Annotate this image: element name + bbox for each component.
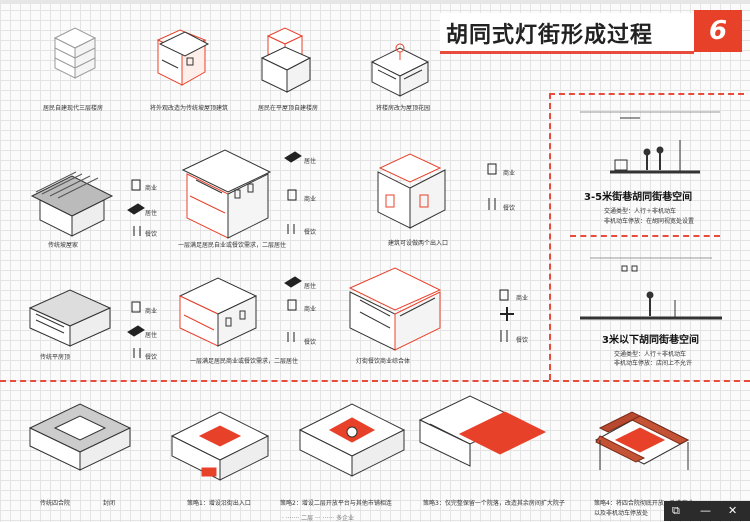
row3-right-caption: 灯街餐饮商业综合体	[356, 358, 411, 365]
street-sub-1a: 交通类型：人行＋非机动车	[604, 208, 677, 215]
bottom-footer-text: · ······· 二层 ··· ······ 多企业	[282, 515, 354, 522]
bottom-strategy-1	[170, 411, 270, 481]
row2-icon-dining: 餐饮	[145, 231, 158, 238]
row2-icon-residence: 居住	[145, 210, 158, 217]
title-panel: 胡同式灯街形成过程	[440, 13, 694, 54]
row2-middle-caption: 一层满足居民自业或餐饮需求，二层居住	[178, 242, 287, 249]
row1-caption-3: 居民在平屋顶自建楼房	[258, 105, 319, 112]
row2-traditional-house	[30, 171, 114, 237]
divider-street-top	[549, 93, 744, 95]
row2-mid-icon-commerce: 商业	[304, 196, 317, 203]
street-title-2: 3米以下胡同街巷空间	[602, 335, 699, 346]
row3-right-icon-dining: 餐饮	[516, 337, 529, 344]
row2-two-entrance	[377, 153, 446, 229]
street-title-1: 3-5米街巷胡同街巷空间	[584, 192, 693, 203]
row2-mid-icon-residence: 居住	[304, 158, 317, 165]
bottom-caption-closed: 封闭	[103, 500, 116, 507]
row3-middle-caption: 一层满足居民商业或餐饮需求，二层居住	[190, 358, 299, 365]
row2-left-caption: 传统坡屋家	[48, 242, 79, 249]
row2-two-storey	[181, 149, 272, 239]
bottom-strategy-2	[298, 403, 406, 477]
divider-bottom	[0, 380, 750, 382]
close-icon[interactable]: ✕	[728, 504, 738, 517]
street-section-2	[580, 257, 722, 320]
bottom-caption-siheyuan: 传统四合院	[40, 500, 71, 507]
row3-complex	[348, 267, 442, 351]
row1-building-4	[370, 43, 430, 97]
bottom-caption-strategy-4: 策略4：将四合院彻底开放，改造商业	[594, 500, 694, 507]
row1-building-1	[53, 27, 97, 79]
street-sub-2a: 交通类型：人行＋非机动车	[614, 351, 687, 358]
divider-street-middle	[570, 235, 720, 237]
row3-two-storey	[178, 277, 258, 347]
row2-mid-icon-dining: 餐饮	[304, 229, 317, 236]
row3-icon-dining: 餐饮	[145, 354, 158, 361]
row2-icon-commerce: 商业	[145, 185, 158, 192]
bottom-caption-strategy-3: 策略3：仅完整保留一个院落，改造其余房间扩大院子	[423, 500, 565, 507]
row3-icon-residence: 居住	[145, 332, 158, 339]
roof-icon	[127, 203, 145, 215]
row3-mid-icon-residence: 居住	[304, 283, 317, 290]
row2-right-icon-dining: 餐饮	[503, 205, 516, 212]
row3-mid-icon-dining: 餐饮	[304, 339, 317, 346]
row3-mid-icon-commerce: 商业	[304, 306, 317, 313]
row1-caption-1: 居民自建现代三层楼房	[43, 105, 104, 112]
shopping-bag-icon	[131, 179, 141, 191]
bottom-strategy-3	[418, 395, 547, 467]
row3-flat-house	[28, 289, 112, 347]
bottom-strategy-4	[594, 411, 690, 470]
bottom-caption-strategy-4b: 以及非机动车停放处	[594, 510, 649, 517]
restore-icon[interactable]: ⧉	[672, 504, 680, 517]
row3-right-icon-commerce: 商业	[516, 295, 529, 302]
row2-right-icon-commerce: 商业	[503, 170, 516, 177]
row1-building-3	[260, 27, 312, 93]
viewer-toolbar: ⧉ — ✕	[664, 501, 750, 521]
row3-left-caption: 传统平房顶	[40, 354, 71, 361]
row1-caption-2: 将外观改造为传统坡屋顶建筑	[150, 105, 229, 112]
row2-right-caption: 建筑可设做两个出入口	[388, 240, 449, 247]
street-sub-2b: 非机动车停放：店间上不允许	[614, 360, 693, 367]
title-number-badge: 6	[694, 10, 742, 52]
street-section-1	[580, 111, 720, 174]
bottom-caption-strategy-1: 策略1：增设沿街出入口	[187, 500, 251, 507]
minimize-icon[interactable]: —	[700, 504, 711, 517]
row1-building-2	[156, 29, 210, 86]
street-sub-1b: 非机动车停放：在胡同视宽处设置	[604, 218, 695, 225]
page-title: 胡同式灯街形成过程	[446, 23, 654, 48]
bottom-siheyuan	[28, 403, 132, 471]
bottom-caption-strategy-2: 策略2：增设二层开放平台与其他市铺相连	[280, 500, 392, 507]
row1-caption-4: 将楼房改为屋顶花园	[376, 105, 431, 112]
row3-icon-commerce: 商业	[145, 308, 158, 315]
divider-vertical	[549, 93, 551, 380]
top-edge-bar	[0, 0, 750, 4]
